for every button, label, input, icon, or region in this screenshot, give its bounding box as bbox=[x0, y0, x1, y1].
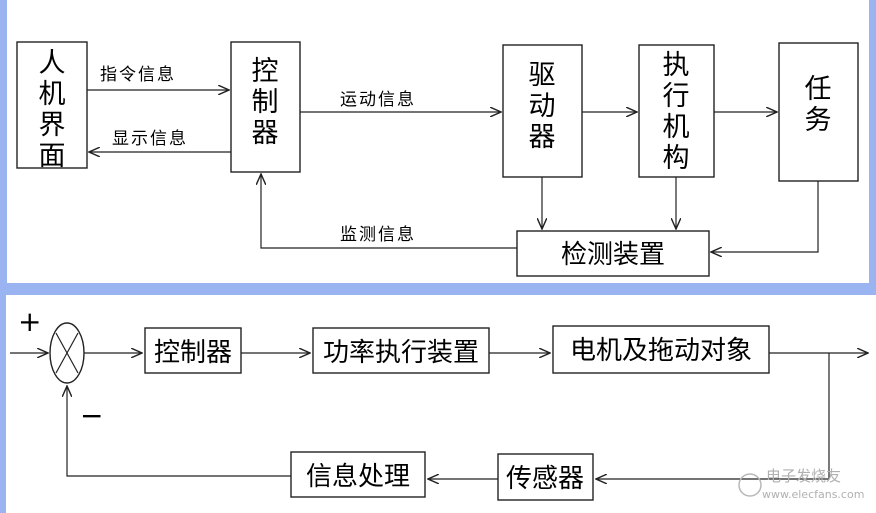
hmi-label: 人机界面 bbox=[39, 48, 66, 172]
watermark-logo-icon bbox=[738, 473, 762, 497]
motor-load-block: 电机及拖动对象 bbox=[552, 325, 770, 374]
watermark: 电子发烧友 www.elecfans.com bbox=[738, 467, 864, 501]
command-info-label: 指令信息 bbox=[100, 65, 176, 85]
signal-processing-label: 信息处理 bbox=[306, 462, 410, 492]
top-panel bbox=[0, 0, 876, 286]
summing-junction bbox=[49, 322, 85, 384]
actuator-block: 执行机构 bbox=[638, 44, 715, 178]
display-info-label: 显示信息 bbox=[112, 129, 188, 149]
controller-block: 控制器 bbox=[230, 41, 301, 173]
plus-sign: + bbox=[18, 305, 41, 338]
bottom-controller-label: 控制器 bbox=[154, 338, 232, 368]
actuator-label: 执行机构 bbox=[663, 50, 690, 174]
task-block: 任务 bbox=[778, 42, 859, 182]
monitor-info-label: 监测信息 bbox=[340, 225, 416, 245]
power-actuator-label: 功率执行装置 bbox=[323, 338, 479, 368]
power-actuator-block: 功率执行装置 bbox=[312, 327, 490, 374]
hmi-block: 人机界面 bbox=[16, 41, 88, 172]
motion-info-label: 运动信息 bbox=[340, 90, 416, 110]
watermark-text: 电子发烧友 bbox=[766, 467, 841, 485]
output-to-sensor-arrow bbox=[596, 353, 830, 479]
task-label: 任务 bbox=[805, 74, 832, 136]
minus-sign: − bbox=[80, 399, 103, 432]
bottom-controller-block: 控制器 bbox=[144, 327, 242, 374]
detector-label: 检测装置 bbox=[561, 240, 665, 270]
sensor-label: 传感器 bbox=[506, 464, 584, 494]
monitor-feedback-arrow bbox=[261, 174, 517, 249]
task-to-detector-arrow bbox=[711, 181, 819, 252]
signal-processing-block: 信息处理 bbox=[290, 451, 426, 498]
sensor-block: 传感器 bbox=[497, 453, 594, 501]
feedback-arrow bbox=[67, 386, 291, 477]
controller-label: 控制器 bbox=[252, 56, 279, 149]
watermark-url: www.elecfans.com bbox=[762, 488, 864, 501]
driver-label: 驱动器 bbox=[529, 60, 556, 153]
detector-block: 检测装置 bbox=[516, 230, 710, 277]
panel-divider bbox=[0, 283, 876, 295]
motor-load-label: 电机及拖动对象 bbox=[570, 336, 752, 366]
driver-block: 驱动器 bbox=[502, 44, 583, 178]
